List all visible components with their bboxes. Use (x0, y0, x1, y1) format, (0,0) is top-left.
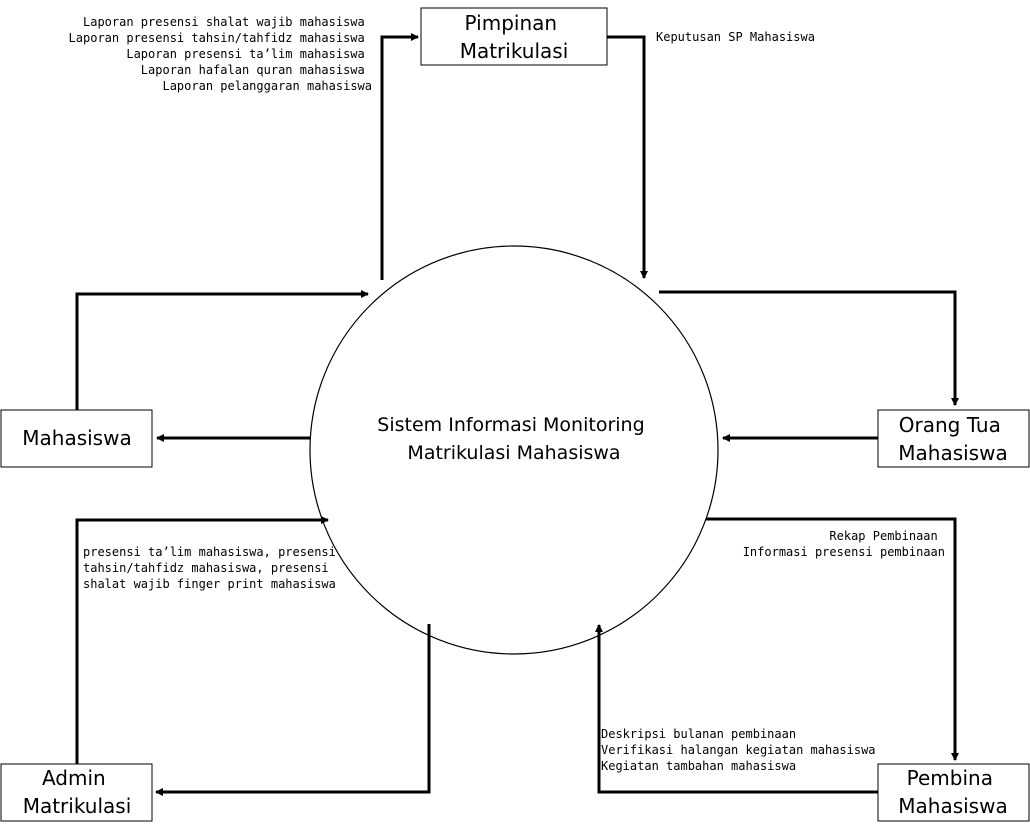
process-label: Sistem Informasi Monitoring Matrikulasi … (377, 414, 650, 464)
label-to-pimpinan-line-2: Laporan presensi tahsin/tahfidz mahasisw… (69, 31, 365, 45)
entity-pimpinan-line-2: Matrikulasi (460, 39, 569, 63)
label-to-pimpinan-line-5: Laporan pelanggaran mahasiswa (162, 79, 372, 93)
entity-pimpinan-matrikulasi: Pimpinan Matrikulasi (420, 7, 608, 66)
flow-system-to-orang-tua (659, 290, 959, 406)
entity-orang-tua-mahasiswa: Orang Tua Mahasiswa (877, 409, 1030, 468)
label-from-pembina-line-1: Deskripsi bulanan pembinaan (601, 727, 796, 741)
process-label-line-1: Sistem Informasi Monitoring (377, 414, 644, 436)
flow-system-to-pembina (706, 517, 959, 761)
entity-pembina-line-2: Mahasiswa (898, 794, 1007, 818)
entity-pembina-label: Pembina Mahasiswa (898, 766, 1007, 818)
label-to-pembina-line-2: Informasi presensi pembinaan (743, 545, 945, 559)
flow-mahasiswa-to-system (75, 290, 369, 410)
label-from-admin: presensi ta’lim mahasiswa, presensi tahs… (83, 545, 343, 591)
label-from-admin-line-2: tahsin/tahfidz mahasiswa, presensi (83, 561, 329, 575)
entity-admin-line-1: Admin (42, 766, 106, 790)
flow-admin-to-system (75, 516, 329, 764)
entity-orang-tua-line-1: Orang Tua (899, 413, 1001, 437)
flow-system-to-pimpinan (380, 33, 419, 280)
entity-admin-label: Admin Matrikulasi (23, 766, 132, 818)
entity-pembina-line-1: Pembina (907, 766, 993, 790)
process-circle: Sistem Informasi Monitoring Matrikulasi … (309, 245, 719, 655)
entity-mahasiswa: Mahasiswa (0, 409, 153, 468)
entity-pembina-mahasiswa: Pembina Mahasiswa (877, 763, 1030, 822)
label-from-pembina-line-2: Verifikasi halangan kegiatan mahasiswa (601, 743, 876, 757)
entity-mahasiswa-label: Mahasiswa (22, 426, 131, 450)
label-from-pimpinan: Keputusan SP Mahasiswa (656, 30, 815, 44)
label-from-pembina: Deskripsi bulanan pembinaan Verifikasi h… (601, 727, 883, 773)
entity-pimpinan-line-1: Pimpinan (465, 11, 558, 35)
flow-system-to-admin (155, 624, 431, 796)
entity-mahasiswa-line-1: Mahasiswa (22, 426, 131, 450)
label-from-admin-line-3: shalat wajib finger print mahasiswa (83, 577, 336, 591)
flow-pimpinan-to-system (607, 35, 648, 279)
label-from-pimpinan-line-1: Keputusan SP Mahasiswa (656, 30, 815, 44)
entity-admin-matrikulasi: Admin Matrikulasi (0, 763, 153, 822)
flow-pembina-to-system (595, 624, 878, 794)
label-from-admin-line-1: presensi ta’lim mahasiswa, presensi (83, 545, 336, 559)
label-from-pembina-line-3: Kegiatan tambahan mahasiswa (601, 759, 796, 773)
label-to-pimpinan-line-1: Laporan presensi shalat wajib mahasiswa (83, 15, 365, 29)
label-to-pimpinan: Laporan presensi shalat wajib mahasiswa … (69, 15, 372, 93)
entity-pimpinan-label: Pimpinan Matrikulasi (460, 11, 569, 63)
label-to-pimpinan-line-3: Laporan presensi ta’lim mahasiswa (126, 47, 364, 61)
entity-admin-line-2: Matrikulasi (23, 794, 132, 818)
entity-orang-tua-label: Orang Tua Mahasiswa (898, 413, 1007, 465)
label-to-pimpinan-line-4: Laporan hafalan quran mahasiswa (141, 63, 365, 77)
label-to-pembina: Rekap Pembinaan Informasi presensi pembi… (743, 529, 945, 559)
label-to-pembina-line-1: Rekap Pembinaan (829, 529, 937, 543)
entity-orang-tua-line-2: Mahasiswa (898, 441, 1007, 465)
process-label-line-2: Matrikulasi Mahasiswa (407, 442, 620, 464)
